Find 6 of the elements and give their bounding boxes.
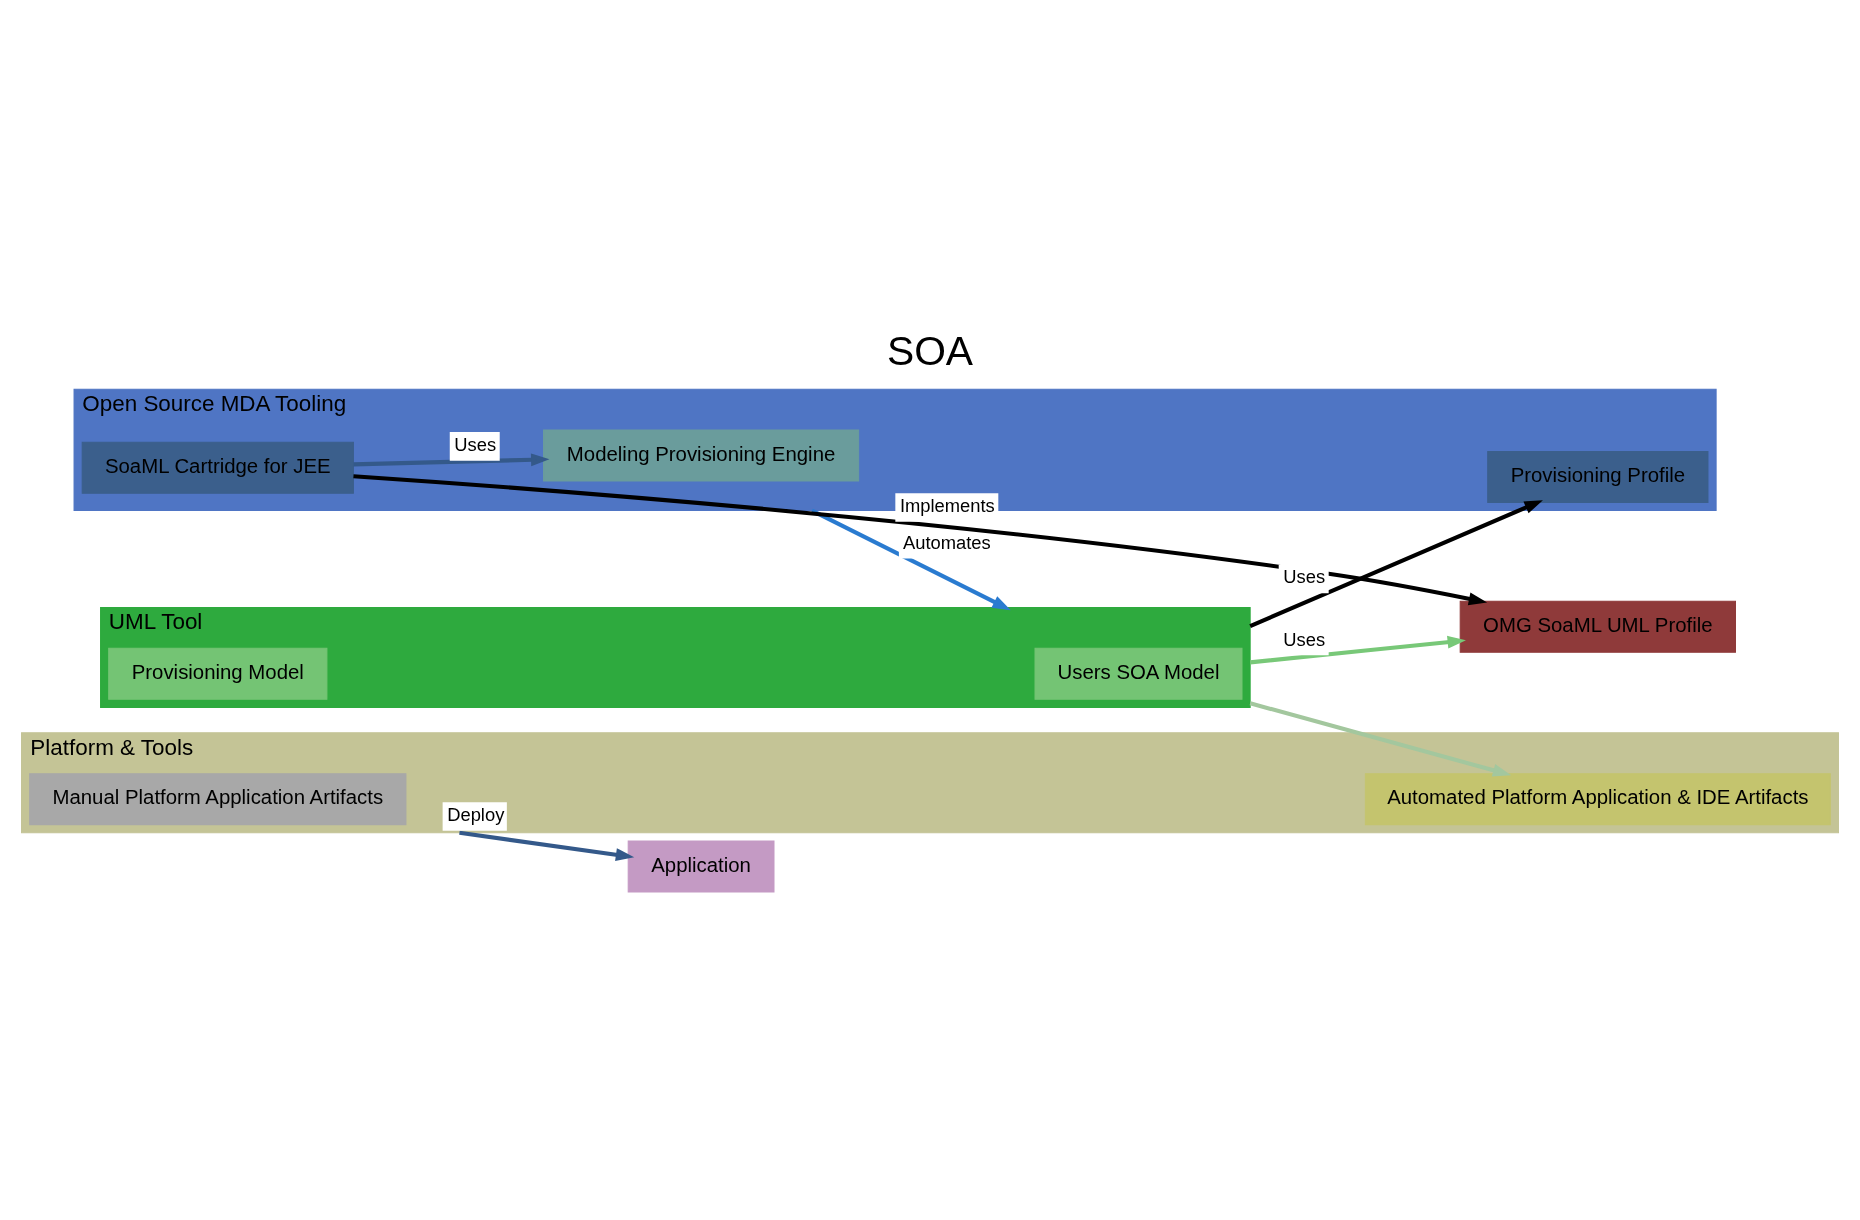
edge-label: Deploy [447,803,505,825]
edge-label: Uses [454,433,497,455]
edge-label: Automates [902,531,991,553]
edge-label: Uses [1283,566,1326,588]
diagram-title: SOA [886,327,974,374]
edge-label: Uses [1283,628,1326,650]
